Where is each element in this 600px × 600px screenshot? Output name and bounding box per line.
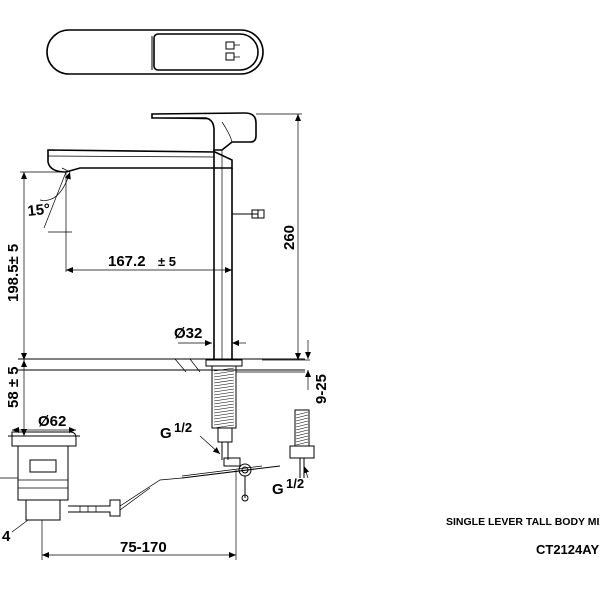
dimension-lines [8,113,311,560]
title-block: SINGLE LEVER TALL BODY MIXER FA CT2124AY [446,516,600,557]
svg-text:± 5: ± 5 [158,254,176,269]
thread-label-right: G 1/2 [272,476,304,498]
top-view [46,29,264,75]
pop-up-waste [0,431,183,521]
thread-hatch-line [213,391,235,396]
faucet-body [47,112,265,367]
dimension-labels: 15° 167.2 ± 5 198.5± 5 260 Ø32 58 ± 5 9-… [2,201,330,556]
thread-hatch-line [213,415,235,420]
waste-diameter-label: Ø62 [38,413,66,430]
under-counter-assembly [18,358,315,502]
total-height-label: 260 [281,225,298,250]
thread-hatch-line [295,432,309,437]
thread-hatch-line [295,441,309,446]
svg-text:1/2: 1/2 [174,420,192,435]
thread-hatch-line [213,421,235,426]
thread-hatch-line [213,394,235,399]
svg-text:1/2: 1/2 [286,476,304,491]
thread-hatch-line [295,426,309,431]
model-number: CT2124AY [536,542,599,557]
thread-hatch-line [295,417,309,422]
svg-text:167.2: 167.2 [108,253,146,270]
thread-hatch-line [295,423,309,428]
thread-label-left: G 1/2 [160,420,192,442]
spout-reach-label: 167.2 ± 5 [108,253,176,270]
thread-hatch-line [213,409,235,414]
thread-hatch-line [295,429,309,434]
angle-label: 15° [27,201,51,220]
thread-hatch-line [213,385,235,390]
thread-hatch-line [213,424,235,429]
waste-thread-label: 4 [2,528,11,545]
thread-hatch-line [213,388,235,393]
svg-text:G: G [272,481,284,498]
thread-hatch-line [213,370,235,375]
thread-hatch-line [213,379,235,384]
counter-thickness-label: 9-25 [313,374,330,404]
thread-hatch-line [213,403,235,408]
body-diameter-label: Ø32 [174,325,202,342]
thread-hatch-line [213,412,235,417]
thread-hatch-line [213,406,235,411]
waste-clearance-label: 75-170 [120,539,167,556]
thread-hatch-line [213,373,235,378]
thread-hatch-line [295,438,309,443]
thread-hatch-line [213,400,235,405]
thread-hatch-line [213,382,235,387]
thread-hatch-line [213,367,235,372]
thread-hatch-line [213,397,235,402]
thread-hatch-line [295,420,309,425]
product-title: SINGLE LEVER TALL BODY MIXER FA [446,516,600,528]
svg-text:G: G [160,425,172,442]
thread-hatch-line [213,376,235,381]
thread-hatch-line [295,411,309,416]
spout-height-label: 198.5± 5 [5,244,22,302]
thread-hatch-line [295,435,309,440]
deck-height-label: 58 ± 5 [5,366,22,408]
thread-hatch-line [295,414,309,419]
thread-hatch-line [213,418,235,423]
